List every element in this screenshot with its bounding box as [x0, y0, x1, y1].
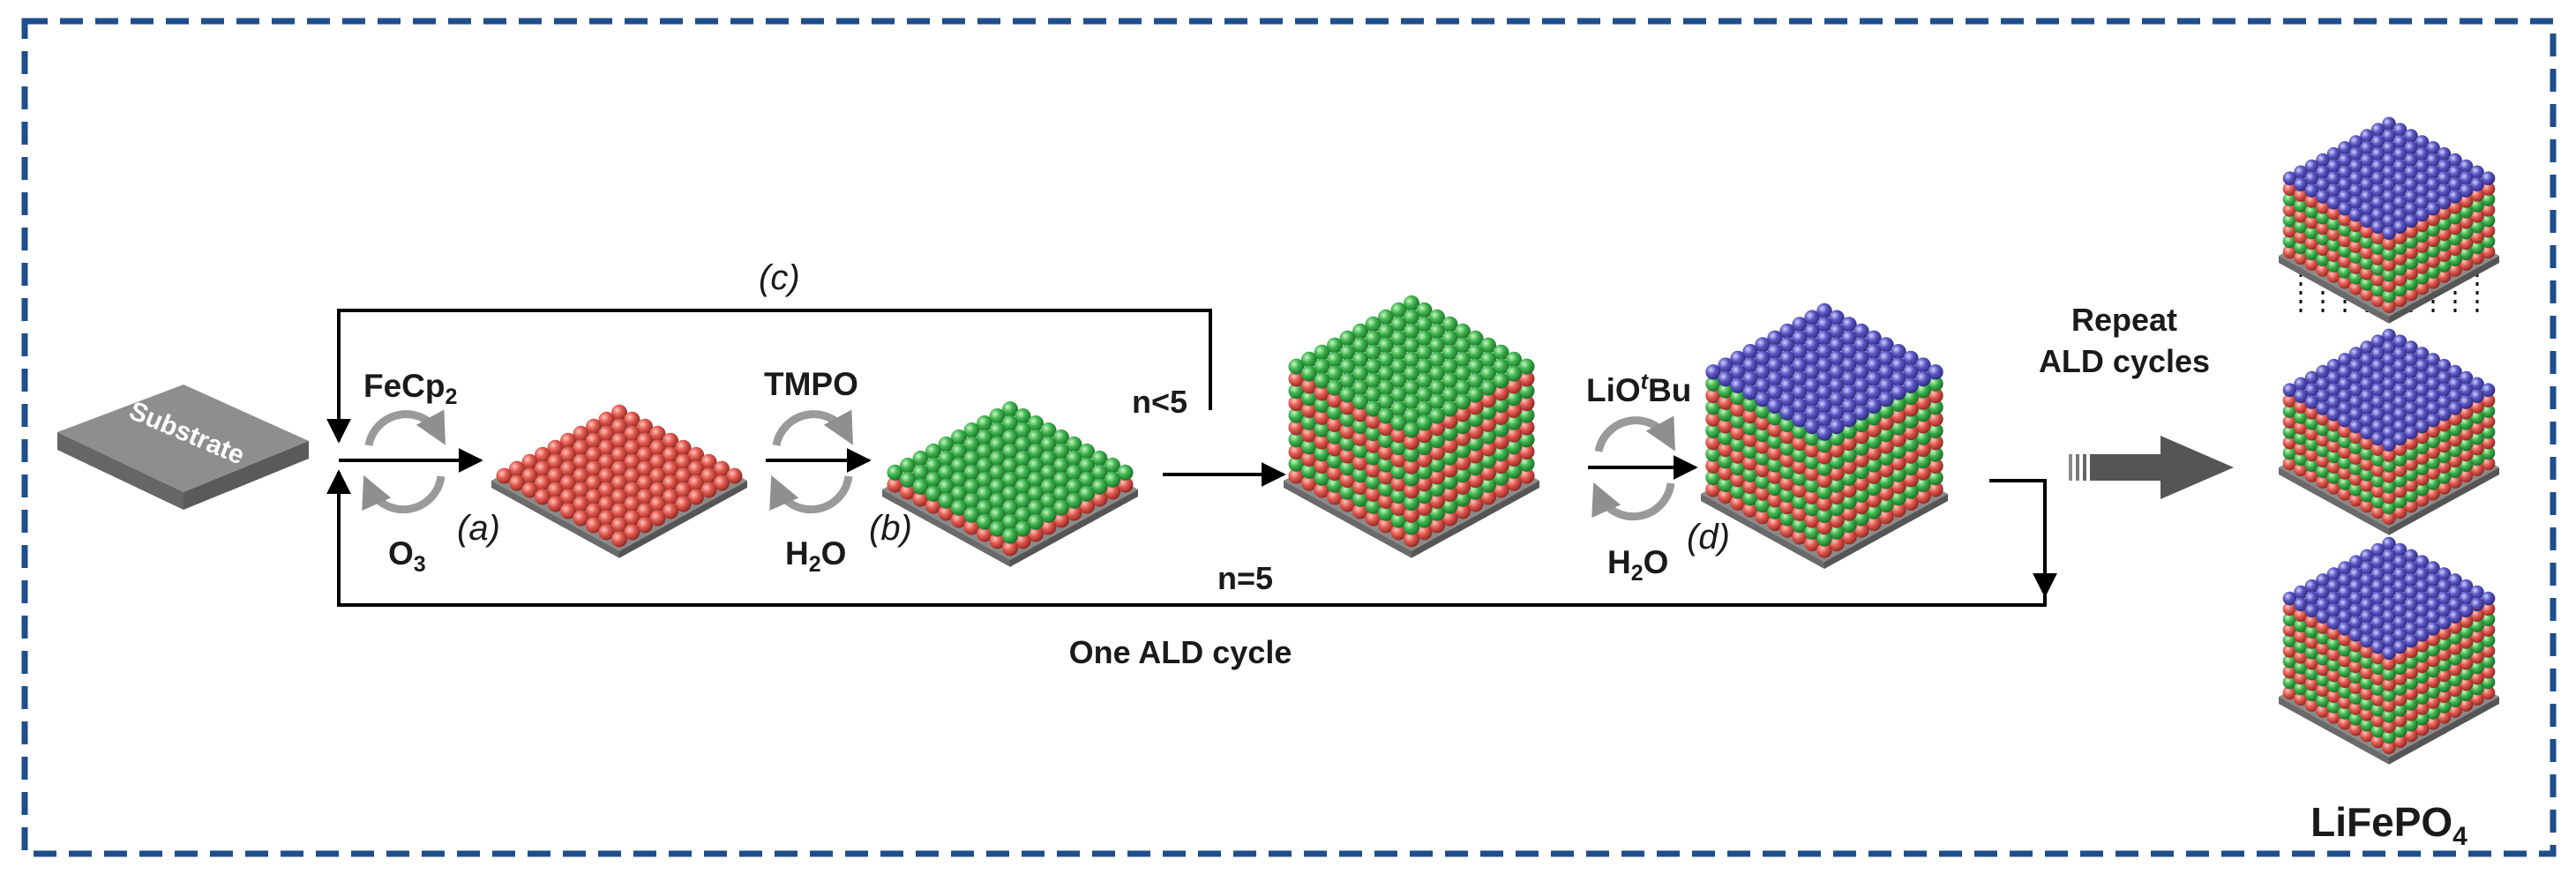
label-d: (d): [1687, 518, 1730, 557]
repeat-line-1: Repeat: [2071, 302, 2177, 338]
cycle-label: One ALD cycle: [1069, 634, 1292, 670]
reaction-cycle-a: [362, 409, 446, 514]
stack-lifep: [1701, 303, 1948, 569]
label-a: (a): [457, 509, 500, 548]
reactant-d: H2O: [1607, 544, 1668, 586]
stack-fep-layer: [882, 401, 1138, 567]
reactant-a: O3: [388, 535, 426, 577]
repeat-line-2: ALD cycles: [2039, 343, 2210, 379]
exit-condition: n=5: [1217, 560, 1273, 596]
precursor-a: FeCp2: [363, 368, 457, 409]
product-tower-bottom: [2279, 536, 2499, 765]
stack-n5-fep: [1284, 295, 1539, 558]
label-b: (b): [869, 509, 912, 548]
reaction-cycle-d: [1591, 415, 1675, 521]
repeat-arrow: [2069, 436, 2234, 499]
dashed-frame: [21, 18, 2557, 857]
reactant-b: H2O: [785, 535, 846, 577]
loop-lines: [326, 309, 2057, 607]
reaction-cycle-b: [769, 409, 853, 514]
precursor-b: TMPO: [764, 366, 858, 402]
product-formula: LiFePO4: [2310, 799, 2467, 851]
product-tower-middle: [2279, 265, 2499, 535]
repeat-condition: n<5: [1132, 384, 1187, 420]
product-tower-top: [2279, 116, 2499, 324]
label-c: (c): [759, 258, 800, 297]
precursor-d: LiOtBu: [1586, 370, 1691, 408]
substrate-slab: Substrate: [57, 385, 309, 510]
stack-fe-layer: [491, 404, 747, 558]
